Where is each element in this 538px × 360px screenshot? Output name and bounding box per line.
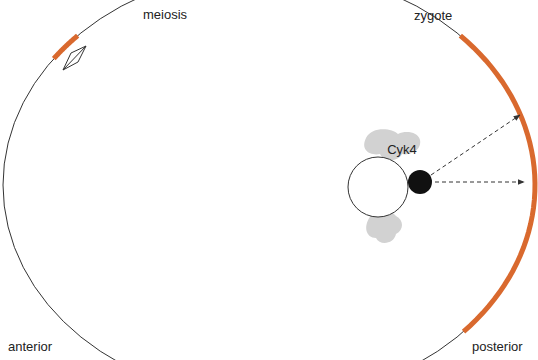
axis-label: posterior (472, 340, 523, 354)
embryo-cortex (3, 0, 535, 360)
cortical-domain (460, 36, 535, 332)
meiotic-spindle (63, 46, 86, 70)
centrosome (408, 170, 432, 194)
pulling-arrow (431, 115, 520, 175)
pronucleus (348, 157, 408, 217)
axis-label: anterior (8, 340, 52, 354)
stage-label: zygote (414, 9, 452, 23)
protein-label: Cyk4 (387, 143, 417, 157)
stage-label: meiosis (143, 8, 187, 22)
embryo-outline (3, 0, 535, 360)
pulling-arrow (435, 182, 524, 183)
